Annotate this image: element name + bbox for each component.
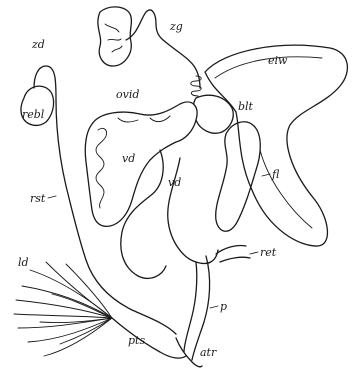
label-eiw: eiw [268, 54, 288, 67]
label-vd-upper: vd [122, 152, 135, 165]
label-atr: atr [200, 346, 217, 359]
vas-deferens-lower [168, 158, 218, 264]
retractor-ret [216, 245, 250, 262]
hermaphrodite-gland-zd [98, 7, 132, 66]
label-blt: blt [238, 100, 254, 113]
label-ovid: ovid [116, 88, 139, 101]
label-fl: fl [271, 168, 280, 181]
label-pts: pts [128, 334, 145, 347]
label-ret: ret [260, 246, 277, 259]
penis-p [184, 256, 210, 360]
label-rebl: rebl [22, 108, 45, 121]
label-zd: zd [31, 38, 45, 51]
label-ld: ld [18, 256, 29, 269]
albumen-gland-eiw [205, 45, 347, 246]
oviduct-ovid [85, 102, 197, 226]
label-zg: zg [169, 20, 183, 33]
hermaphrodite-duct-zg [126, 10, 200, 88]
label-p: p [220, 300, 227, 313]
leader-ret [250, 252, 258, 254]
atrium-atr [176, 338, 202, 367]
label-rst: rst [30, 192, 46, 205]
leader-rst [48, 196, 56, 198]
label-vd-lower: vd [168, 176, 181, 189]
leader-p [210, 306, 218, 308]
dart-sac-pts [112, 318, 186, 358]
finger-glands-ld [14, 262, 112, 356]
